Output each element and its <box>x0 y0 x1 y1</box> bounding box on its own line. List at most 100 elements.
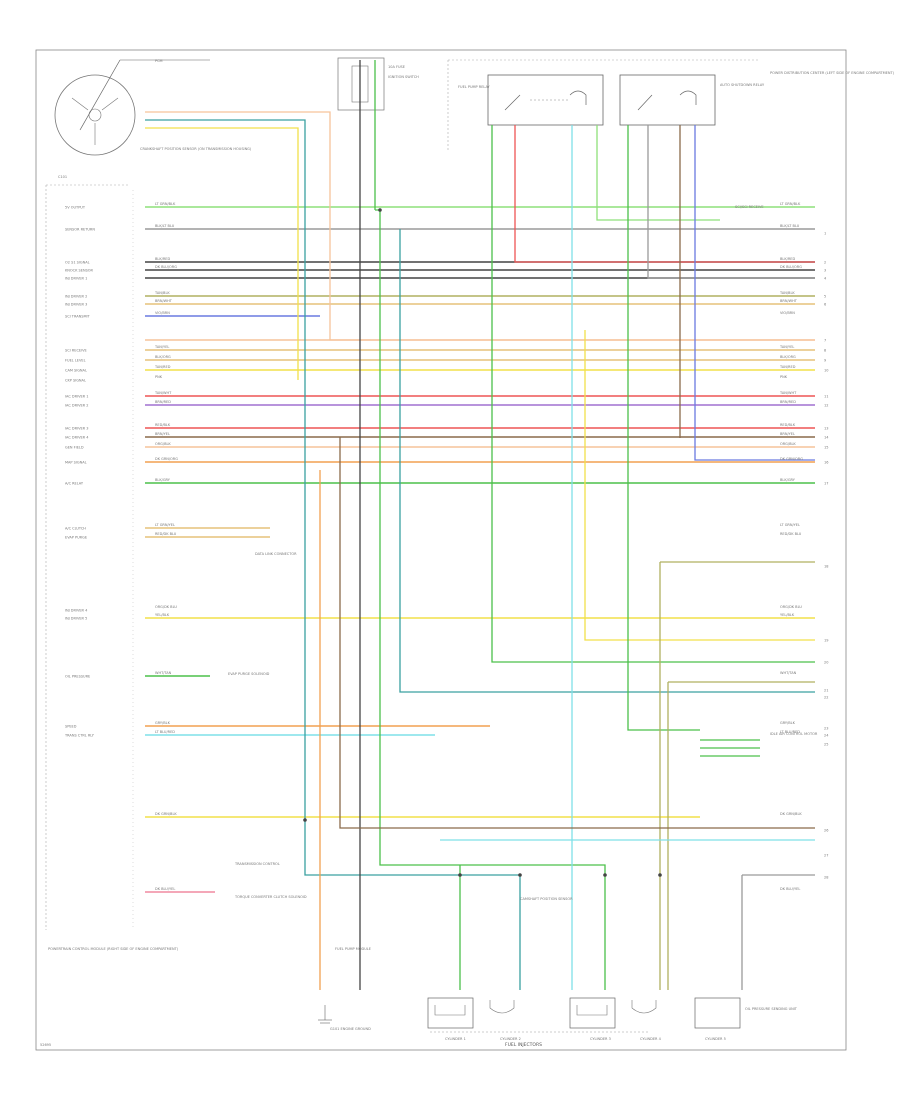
wire-run <box>596 125 720 221</box>
splice-dot <box>603 873 607 877</box>
ignition-label: IGNITION SWITCH <box>388 75 419 79</box>
wire-color-tag-right: WHT/TAN <box>780 671 797 675</box>
wire-color-tag-right: RED/DK BLU <box>780 532 802 536</box>
right-pin-number: 3 <box>824 269 826 273</box>
pcm-pin-label: OIL PRESSURE <box>65 675 90 679</box>
right-pin-number: 7 <box>824 339 826 343</box>
wire-color-tag-right: BLK/GRY <box>780 478 796 482</box>
injector-label: CYLINDER 5 <box>705 1037 726 1041</box>
right-pin-number: 18 <box>824 565 828 569</box>
wire-color-tag: LT GRN/BLK <box>155 202 176 206</box>
pcm-pin-label: GEN FIELD <box>65 446 84 450</box>
wire-color-tag-right: TAN/YEL <box>779 345 794 349</box>
pcm-pin-label: IAC DRIVER 2 <box>65 404 88 408</box>
pcm-pin-label: 5V OUTPUT <box>65 206 86 210</box>
wire-color-tag: TAN/WHT <box>154 391 172 395</box>
pcm-pin-label: CKP SIGNAL <box>65 379 86 383</box>
right-pin-number: 15 <box>824 446 828 450</box>
right-pin-number: 28 <box>824 876 828 880</box>
wire-layer <box>145 60 815 990</box>
wire-run <box>339 437 815 829</box>
right-pin-number: 17 <box>824 482 828 486</box>
wire-color-tag: ORG/BLK <box>155 442 171 446</box>
fuse-label: 10A FUSE <box>388 65 405 69</box>
cam-sensor-label: CAMSHAFT POSITION SENSOR <box>520 897 573 901</box>
pcm-pin-label: IAC DRIVER 3 <box>65 427 88 431</box>
wire-color-tag: TAN/YEL <box>154 345 169 349</box>
right-pin-number: 20 <box>824 661 828 665</box>
pcm-pin-label: KNOCK SENSOR <box>65 269 94 273</box>
wire-color-tag-right: LT GRN/BLK <box>780 202 801 206</box>
pdc-fuse-box <box>337 57 385 111</box>
right-pin-number: 2 <box>824 261 826 265</box>
wire-run <box>694 125 815 461</box>
wire-color-tag: WHT/TAN <box>155 671 172 675</box>
wire-color-tag-right: LT GRN/YEL <box>780 523 800 527</box>
map-sensor-connector <box>427 997 474 1029</box>
wire-color-tag-right: TAN/RED <box>779 365 796 369</box>
iac-label: IDLE AIR CONTROL MOTOR <box>770 732 818 736</box>
wire-color-tag: BRN/WHT <box>155 299 173 303</box>
right-pin-number: 10 <box>824 369 828 373</box>
pcm-pin-label: A/C RELAY <box>65 482 84 486</box>
right-pin-number: 21 <box>824 689 828 693</box>
wire-run <box>399 229 815 693</box>
right-pin-number: 4 <box>824 277 827 281</box>
right-pin-number: 13 <box>824 427 828 431</box>
wire-color-tag-right: BRN/RED <box>780 400 796 404</box>
wire-color-tag: PNK <box>155 375 163 379</box>
wire-color-tag-right: DK BLU/YEL <box>780 887 800 891</box>
wire-color-tag-right: BLK/LT BLU <box>780 224 800 228</box>
splice-dot <box>658 873 662 877</box>
right-pin-number: 8 <box>824 349 826 353</box>
injector-connector-4 <box>631 1000 657 1014</box>
crank-sensor-label: CRANKSHAFT POSITION SENSOR (ON TRANSMISS… <box>140 147 252 151</box>
splice-dot <box>458 873 462 877</box>
crankshaft-sensor-icon <box>54 59 210 156</box>
wire-run <box>627 125 700 731</box>
right-pin-number: 25 <box>824 743 828 747</box>
wire-run <box>145 119 521 990</box>
oil-pressure-label: OIL PRESSURE SENDING UNIT <box>745 1007 798 1011</box>
wire-color-tag-right: TAN/BLK <box>779 291 795 295</box>
wire-color-tag: BLK/GRY <box>155 478 171 482</box>
right-pin-number: 9 <box>824 359 826 363</box>
pcm-pin-label: MAP SIGNAL <box>65 461 87 465</box>
trans-sensor-label: TRANSMISSION CONTROL <box>234 862 280 866</box>
wire-color-tag: RED/BLK <box>155 423 171 427</box>
injectors-title: FUEL INJECTORS <box>505 1042 542 1048</box>
ase-relay-label: AUTO SHUTDOWN RELAY <box>720 83 765 87</box>
right-pin-number: 26 <box>824 829 828 833</box>
wire-color-tag: BLK/LT BLU <box>155 224 175 228</box>
fuel-pump-relay <box>487 74 604 126</box>
injector-label: CYLINDER 2 <box>500 1037 521 1041</box>
pcm-module-label: POWERTRAIN CONTROL MODULE (RIGHT SIDE OF… <box>48 947 179 951</box>
connector-ref-label: C101 <box>58 175 67 179</box>
splice-dot <box>518 873 522 877</box>
wire-run <box>491 125 815 663</box>
right-pin-number: 5 <box>824 295 826 299</box>
pcm-title-label: PCM <box>155 59 163 63</box>
wire-color-tag: TAN/RED <box>154 365 171 369</box>
wire-run <box>584 330 815 641</box>
wire-color-tag-right: DK GRN/ORG <box>780 457 803 461</box>
wire-color-tag: BRN/RED <box>155 400 171 404</box>
pcm-pin-label: IAC DRIVER 4 <box>65 436 89 440</box>
pcm-pin-label: IAC DRIVER 1 <box>65 395 88 399</box>
wire-color-tag: VIO/BRN <box>155 311 170 315</box>
wire-run <box>647 125 815 279</box>
right-pin-number: 12 <box>824 404 828 408</box>
pcm-pin-label: INJ DRIVER 2 <box>65 295 87 299</box>
pcm-pin-label: INJ DRIVER 4 <box>65 609 88 613</box>
right-pin-number: 11 <box>824 395 828 399</box>
wire-color-tag: GRY/BLK <box>155 721 171 725</box>
bottom-left-code: 52695 <box>40 1043 51 1047</box>
pcm-pin-label: EVAP PURGE <box>65 536 87 540</box>
wire-color-tag-right: LT BLU/RED <box>780 730 800 734</box>
injector-connector-3 <box>569 997 616 1029</box>
wire-color-tag: DK BLU/ORG <box>155 265 177 269</box>
pcm-pin-label: CAM SIGNAL <box>65 369 87 373</box>
pcm-pin-label: SCI TRANSMIT <box>65 315 91 319</box>
pdc-label: POWER DISTRIBUTION CENTER (LEFT SIDE OF … <box>770 71 895 75</box>
